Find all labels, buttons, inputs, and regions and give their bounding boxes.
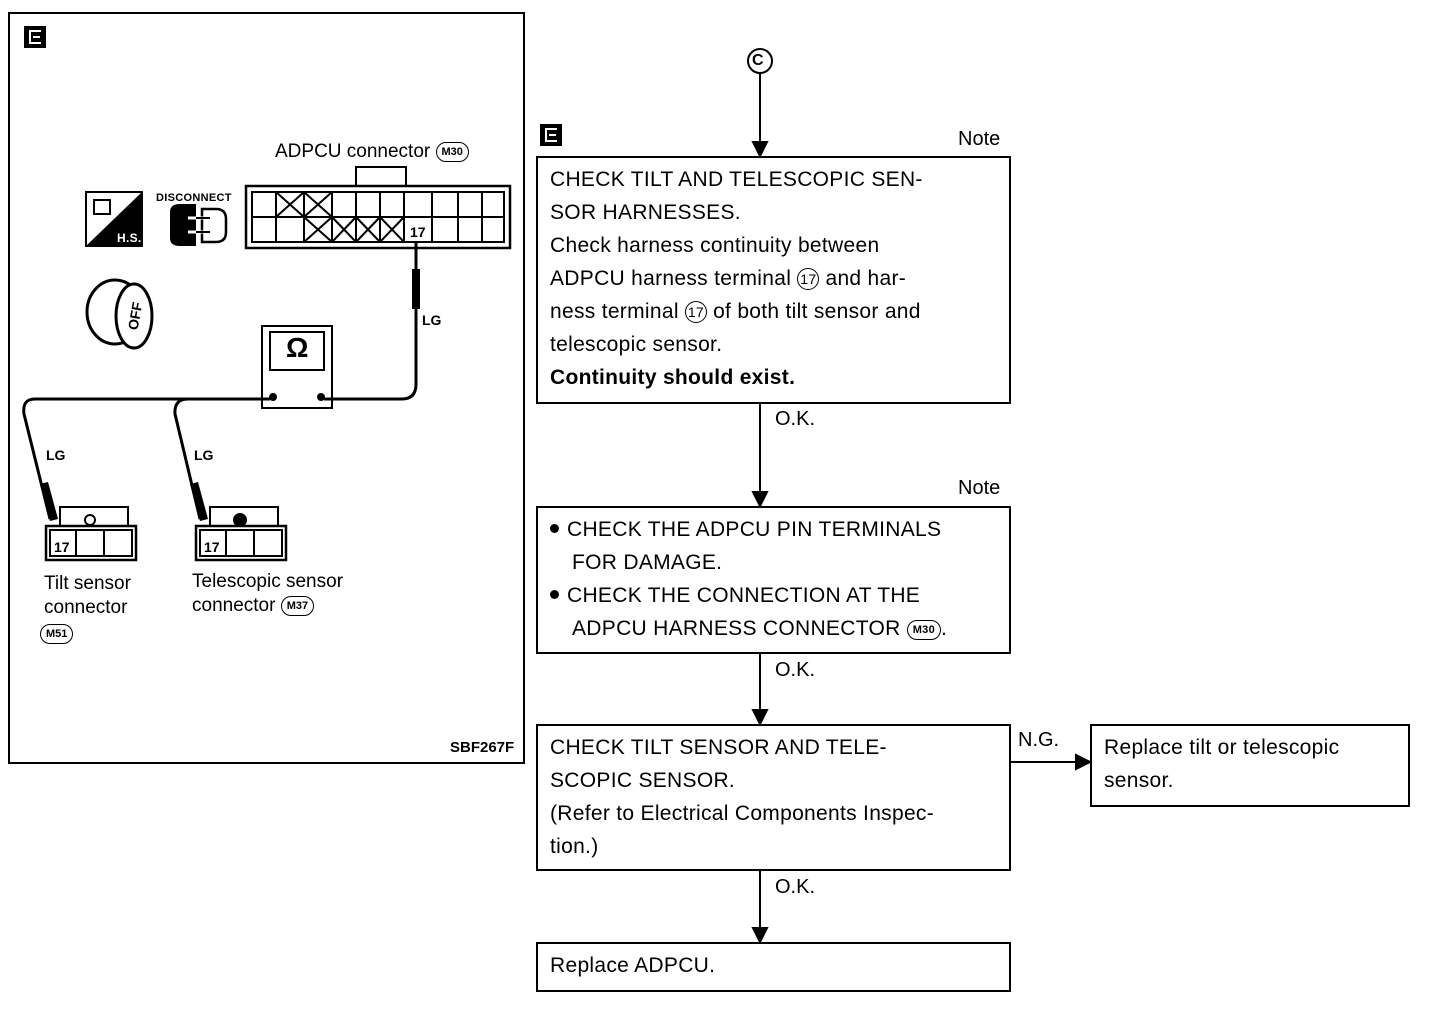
step-replace-sensor-box: Replace tilt or telescopic sensor. — [1090, 724, 1410, 807]
bullet-icon — [550, 590, 559, 599]
hs-symbol — [85, 191, 143, 247]
terminal-17-mark: 17 — [797, 268, 820, 290]
bullet-icon — [550, 524, 559, 533]
tele-connector-label-1: Telescopic sensor — [192, 571, 344, 592]
telescopic-sensor-connector-shape — [194, 506, 288, 562]
wire-color-label-tele: LG — [194, 447, 214, 463]
ohm-symbol: Ω — [286, 332, 309, 363]
step-check-pin-terminals-box: CHECK THE ADPCU PIN TERMINALS FOR DAMAGE… — [536, 506, 1011, 654]
adpcu-pin-number: 17 — [410, 224, 426, 240]
offpage-connector-c: C — [752, 52, 764, 69]
ignition-off-symbol — [85, 278, 154, 350]
terminal-17-mark-2: 17 — [684, 301, 707, 323]
section-e-badge: E — [24, 26, 46, 48]
off-label: OFF — [124, 300, 146, 332]
tilt-connector-code: M51 — [40, 624, 74, 644]
hs-label: H.S. — [117, 231, 142, 245]
adpcu-connector-label: ADPCU connector M30 — [275, 140, 469, 164]
tilt-connector-label-2: connector — [44, 597, 128, 618]
step-replace-adpcu-box: Replace ADPCU. — [536, 942, 1011, 992]
adpcu-connector-shape — [244, 166, 512, 250]
harness-connector-code: M30 — [906, 620, 942, 640]
step-check-sensors-box: CHECK TILT SENSOR AND TELE- SCOPIC SENSO… — [536, 724, 1011, 871]
ng-label: N.G. — [1018, 729, 1060, 751]
flow-section-e-badge: E — [540, 124, 562, 146]
wire-color-label-adpcu: LG — [422, 312, 442, 328]
tilt-sensor-connector-shape — [44, 506, 138, 562]
step-check-harnesses-box: CHECK TILT AND TELESCOPIC SEN- SOR HARNE… — [536, 156, 1011, 404]
tilt-connector-label-1: Tilt sensor — [44, 573, 131, 594]
figure-id: SBF267F — [450, 739, 515, 756]
tele-connector-code: M37 — [280, 596, 315, 616]
ohmmeter-shape — [261, 325, 333, 409]
wire-harness-paths — [22, 242, 418, 520]
wire-color-label-tilt: LG — [46, 447, 66, 463]
probe-tips — [40, 269, 420, 521]
tele-pin-number: 17 — [204, 539, 220, 555]
wiring-diagram-panel: E ADPCU connector M30 DISCONNECT H.S. OF… — [8, 12, 525, 764]
tilt-pin-number: 17 — [54, 539, 70, 555]
ok-label-2: O.K. — [775, 659, 816, 681]
ok-label-1: O.K. — [775, 408, 816, 430]
note-label-2: Note — [958, 477, 1001, 499]
wiring-diagram-svg — [22, 166, 512, 562]
adpcu-connector-code: M30 — [435, 142, 469, 162]
disconnect-symbol — [170, 204, 228, 246]
tele-connector-label-2: connector M37 — [192, 594, 315, 618]
ok-label-3: O.K. — [775, 876, 816, 898]
disconnect-label: DISCONNECT — [156, 192, 232, 204]
note-label-1: Note — [958, 128, 1001, 150]
